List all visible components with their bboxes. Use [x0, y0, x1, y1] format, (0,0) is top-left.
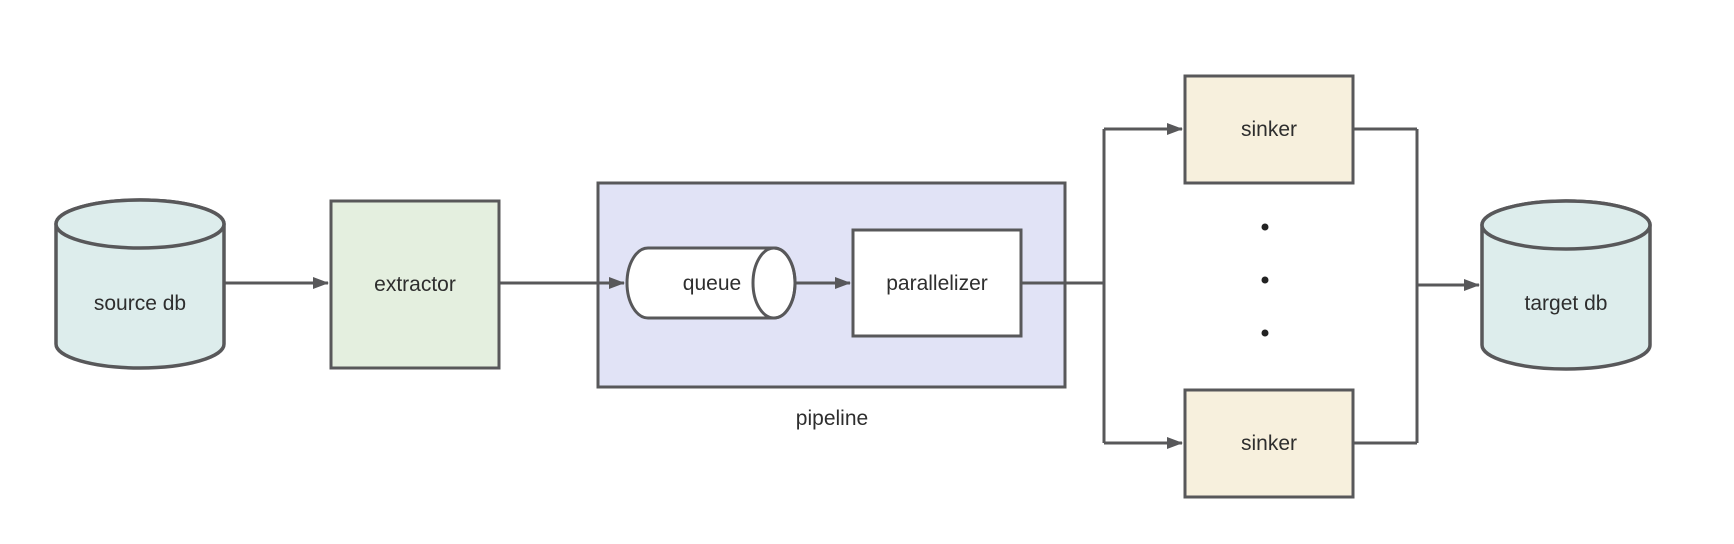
queue-cylinder-rim: [751, 246, 797, 320]
ellipsis-dot: [1261, 223, 1269, 231]
ellipsis-dot: [1261, 276, 1269, 284]
parallelizer-shape: [851, 228, 1023, 338]
sinker-bottom-node: sinker: [1183, 388, 1355, 499]
pipeline-label: pipeline: [796, 407, 868, 430]
sinker-top-shape: [1183, 74, 1355, 185]
queue-node: queue: [625, 246, 797, 320]
target-db-node: target db: [1480, 199, 1652, 371]
ellipsis-dot: [1261, 329, 1269, 337]
source-db-label: source db: [94, 292, 186, 315]
source-db-node: source db: [54, 198, 226, 370]
edges-layer: [224, 123, 1480, 449]
more-sinkers-ellipsis: [1261, 223, 1269, 337]
parallelizer-label: parallelizer: [886, 272, 988, 295]
extractor-shape: [329, 199, 501, 370]
sinker-top-node: sinker: [1183, 74, 1355, 185]
extractor-node: extractor: [329, 199, 501, 370]
extractor-label: extractor: [374, 273, 456, 296]
target-db-label: target db: [1525, 292, 1608, 315]
source-db-cylinder-top: [54, 198, 226, 250]
sinker-top-label: sinker: [1241, 118, 1297, 141]
sinker-bottom-label: sinker: [1241, 432, 1297, 455]
queue-label: queue: [683, 272, 741, 295]
parallelizer-node: parallelizer: [851, 228, 1023, 338]
target-db-cylinder-top: [1480, 199, 1652, 251]
sinker-bottom-shape: [1183, 388, 1355, 499]
